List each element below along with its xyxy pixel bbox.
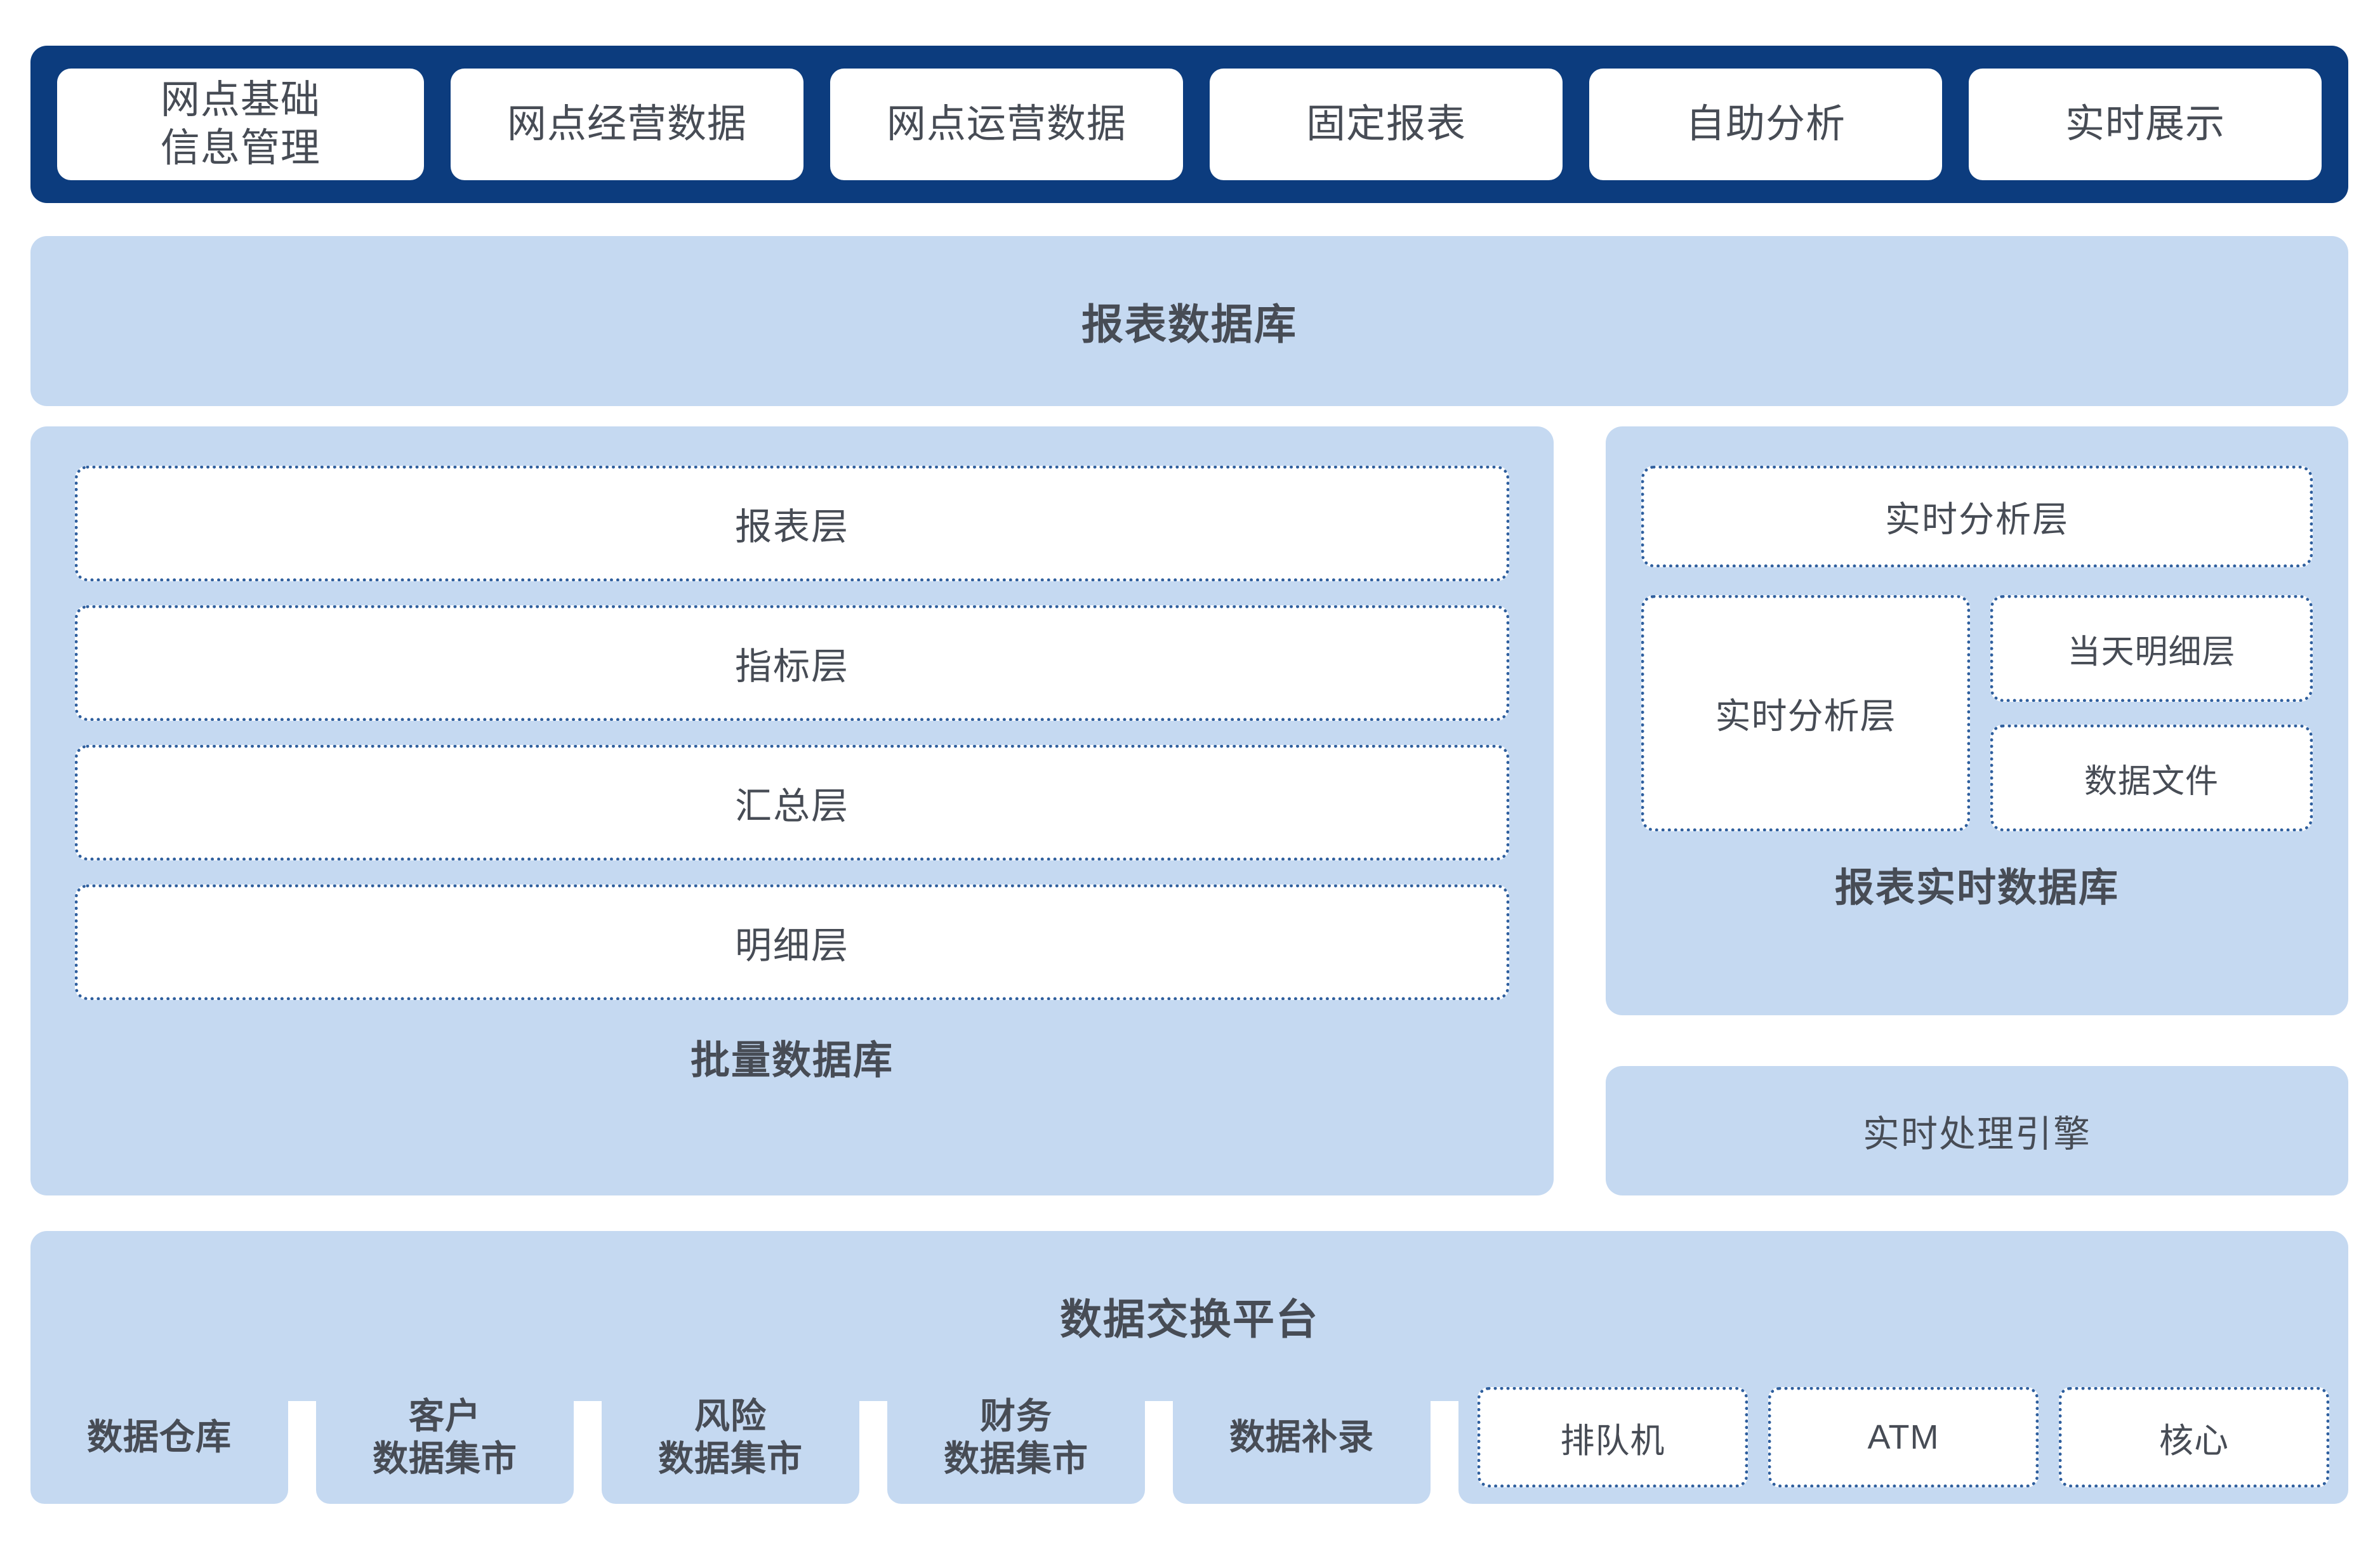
application-layer-bar: 网点基础 信息管理 网点经营数据 网点运营数据 固定报表 自助分析 实时展示 — [30, 46, 2348, 203]
channel-atm[interactable]: ATM — [1768, 1387, 2039, 1487]
source-systems-row: 数据仓库 客户 数据集市 风险 数据集市 财务 数据集市 数据补录 排队机 AT… — [30, 1371, 2348, 1504]
appbar-item-branch-business-data[interactable]: 网点经营数据 — [450, 69, 803, 180]
source-risk-data-mart[interactable]: 风险 数据集市 — [602, 1371, 859, 1504]
source-finance-data-mart[interactable]: 财务 数据集市 — [887, 1371, 1145, 1504]
realtime-right-column: 当天明细层 数据文件 — [1990, 595, 2313, 831]
batch-database-panel: 报表层 指标层 汇总层 明细层 批量数据库 — [30, 426, 1554, 1195]
appbar-item-self-service-analysis[interactable]: 自助分析 — [1589, 69, 1942, 180]
realtime-layer-grid: 实时分析层 当天明细层 数据文件 — [1641, 595, 2313, 831]
realtime-analysis-layer-top[interactable]: 实时分析层 — [1641, 466, 2313, 567]
source-customer-data-mart[interactable]: 客户 数据集市 — [316, 1371, 574, 1504]
realtime-layer-today-detail[interactable]: 当天明细层 — [1990, 595, 2313, 702]
realtime-layer-data-file[interactable]: 数据文件 — [1990, 725, 2313, 831]
batch-layer-report[interactable]: 报表层 — [75, 466, 1509, 581]
appbar-item-realtime-display[interactable]: 实时展示 — [1969, 69, 2322, 180]
source-data-warehouse[interactable]: 数据仓库 — [30, 1371, 288, 1504]
report-database-title: 报表数据库 — [1081, 301, 1297, 348]
realtime-database-panel: 实时分析层 实时分析层 当天明细层 数据文件 报表实时数据库 — [1606, 426, 2348, 1015]
batch-layer-summary[interactable]: 汇总层 — [75, 745, 1509, 860]
channel-core[interactable]: 核心 — [2059, 1387, 2329, 1487]
report-database-band: 报表数据库 — [30, 236, 2348, 406]
batch-layer-metric[interactable]: 指标层 — [75, 605, 1509, 721]
data-exchange-platform-title: 数据交换平台 — [1060, 1296, 1319, 1343]
appbar-item-fixed-report[interactable]: 固定报表 — [1209, 69, 1563, 180]
realtime-processing-engine-label: 实时处理引擎 — [1862, 1114, 2091, 1155]
appbar-item-branch-operation-data[interactable]: 网点运营数据 — [830, 69, 1183, 180]
realtime-database-caption: 报表实时数据库 — [1834, 866, 2119, 910]
batch-layer-detail[interactable]: 明细层 — [75, 885, 1509, 1000]
realtime-processing-engine-panel: 实时处理引擎 — [1606, 1066, 2348, 1195]
source-data-supplement[interactable]: 数据补录 — [1173, 1371, 1431, 1504]
channel-systems-group: 排队机 ATM 核心 — [1458, 1371, 2348, 1504]
appbar-item-branch-basic-info[interactable]: 网点基础 信息管理 — [57, 69, 424, 180]
channel-queue-machine[interactable]: 排队机 — [1478, 1387, 1748, 1487]
realtime-analysis-layer-left[interactable]: 实时分析层 — [1641, 595, 1970, 831]
batch-database-caption: 批量数据库 — [690, 1039, 894, 1083]
